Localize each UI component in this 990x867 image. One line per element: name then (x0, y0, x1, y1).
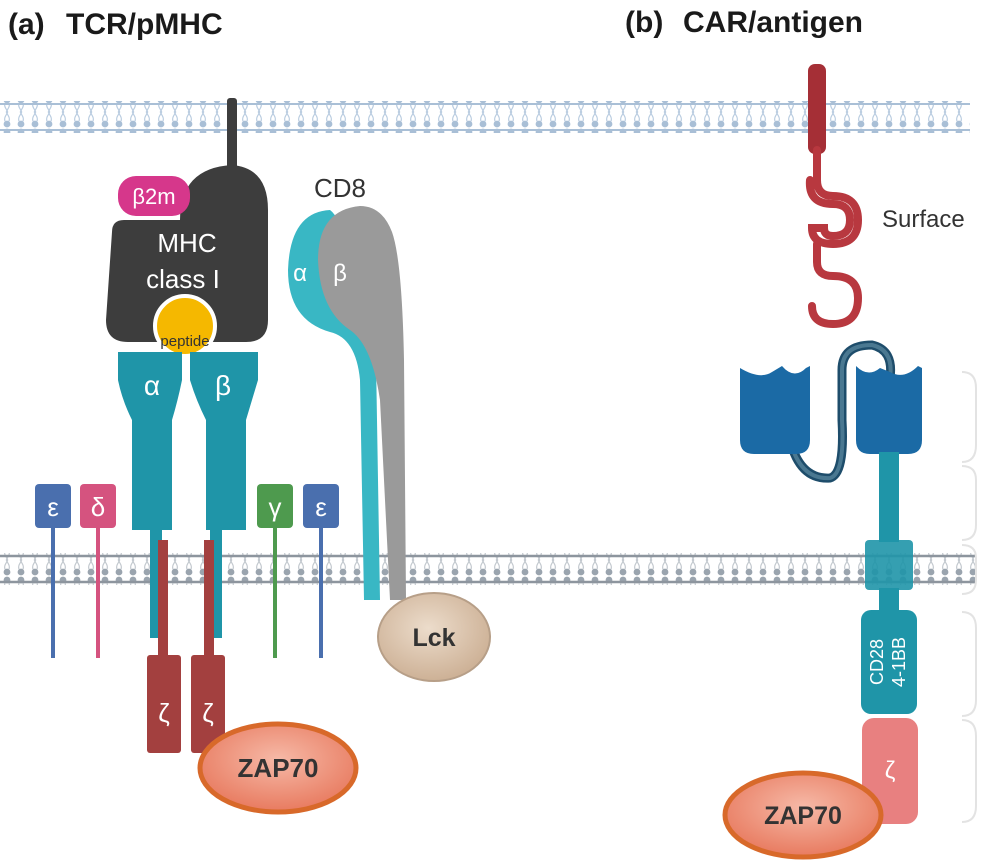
car-hinge (879, 452, 899, 542)
cd3-epsilon-right-label: ε (315, 492, 327, 522)
bracket-scfv (961, 371, 977, 463)
zeta-left-stalk (158, 540, 168, 660)
car-tm-link (879, 588, 899, 616)
cd3-delta-label: δ (91, 492, 105, 522)
tcr-alpha-label: α (144, 370, 160, 401)
zeta-left (147, 655, 181, 753)
surface-antigen (805, 146, 863, 329)
cd3-epsilon-left-tail (51, 526, 55, 658)
zap70-left-label: ZAP70 (238, 753, 319, 783)
car-costim-domains (861, 610, 917, 714)
scfv-vh (740, 366, 810, 454)
scfv-linker-highlight (788, 342, 893, 481)
lck (377, 592, 491, 682)
bracket-costim (961, 611, 977, 717)
panel-b-title: CAR/antigen (683, 6, 863, 39)
cd3-gamma-tail (273, 526, 277, 658)
cd3-epsilon-right-tail (319, 526, 323, 658)
tcr-beta-label: β (215, 370, 231, 401)
car-transmembrane (865, 540, 913, 590)
panel-a-title: TCR/pMHC (66, 8, 223, 41)
zap70-left (197, 721, 359, 815)
scfv-vl (856, 366, 922, 454)
bracket-zeta (961, 719, 977, 823)
zeta-right (191, 655, 225, 753)
cd28-label: CD28 (867, 639, 887, 685)
mhc-label-line1: MHC (157, 228, 216, 258)
tcr-beta-chain (190, 352, 258, 530)
cd8-beta (318, 206, 406, 600)
bracket-tm (961, 544, 977, 595)
cd3-epsilon-left-label: ε (47, 492, 59, 522)
cd3-delta (80, 484, 116, 528)
tcr-alpha-chain (118, 352, 182, 530)
cd3-epsilon-left (35, 484, 71, 528)
cd3-delta-tail (96, 526, 100, 658)
zeta-right-stalk (204, 540, 214, 660)
lower-membrane (0, 553, 975, 585)
cd3-epsilon-right (303, 484, 339, 528)
panel-b-letter: (b) (625, 6, 663, 39)
cd8-alpha-label: α (293, 260, 307, 287)
bb41-label: 4-1BB (889, 637, 909, 687)
lck-label: Lck (412, 624, 455, 652)
cd3-gamma (257, 484, 293, 528)
bracket-hinge (961, 465, 977, 541)
antigen-transmembrane (808, 64, 826, 154)
zap70-right-label: ZAP70 (764, 802, 842, 830)
mhc-class-i (106, 165, 268, 342)
b2m-domain (118, 176, 190, 216)
peptide-label: peptide (160, 333, 209, 350)
zeta-left-label: ζ (158, 698, 169, 728)
cd3-gamma-label: γ (269, 492, 282, 522)
peptide (153, 294, 217, 358)
b2m-label: β2m (132, 184, 175, 209)
car-zeta-label: ζ (885, 757, 896, 784)
mhc-label-line2: class I (146, 264, 220, 294)
cd8-label: CD8 (314, 173, 366, 203)
zap70-right (722, 770, 884, 860)
cd8-beta-label: β (333, 260, 347, 287)
zeta-right-label: ζ (202, 698, 213, 728)
surface-label: Surface (882, 206, 965, 233)
panel-a-letter: (a) (8, 8, 45, 41)
mhc-transmembrane (227, 98, 237, 173)
